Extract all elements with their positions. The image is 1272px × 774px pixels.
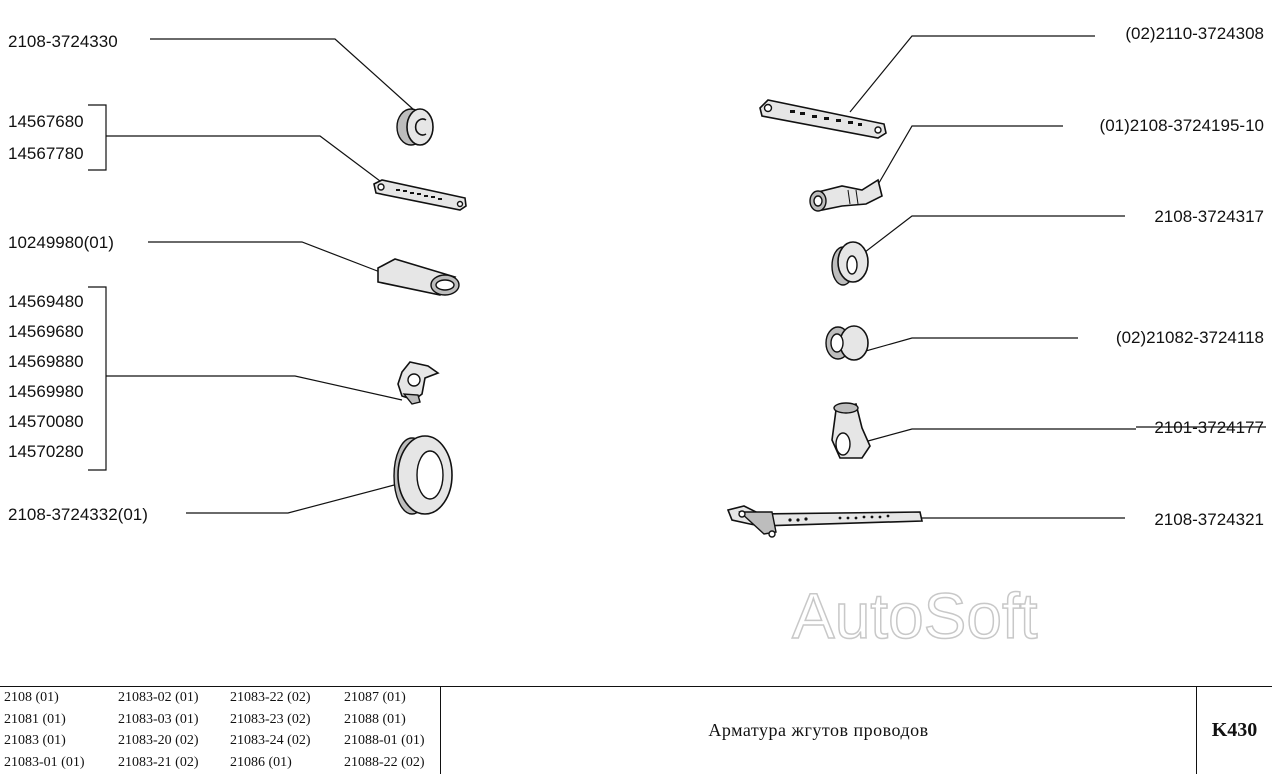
part-label-14569680: 14569680 xyxy=(8,322,84,341)
model-item: 21088-01 (01) xyxy=(344,733,425,748)
bracket-14569480 xyxy=(88,286,107,471)
part-label-14569880: 14569880 xyxy=(8,352,84,371)
leader-14569480 xyxy=(106,375,403,401)
leader-2108-3724332 xyxy=(186,483,399,514)
sleeve-part xyxy=(377,258,460,296)
sheet-code: K430 xyxy=(1211,719,1258,741)
leader-2108-3724330 xyxy=(150,38,415,111)
model-item: 21081 (01) xyxy=(4,711,66,727)
long-strap-part xyxy=(726,505,923,538)
cup-grommet-part xyxy=(825,325,869,361)
leader-2110-3724308 xyxy=(849,35,1095,113)
leader-2108-3724195 xyxy=(875,125,1063,189)
model-item: 21087 (01) xyxy=(344,690,406,705)
model-item: 21083-02 (01) xyxy=(118,690,199,705)
model-item: 2108 (01) xyxy=(4,690,59,705)
model-item: 21083-03 (01) xyxy=(118,711,199,727)
model-list: 2108 (01) 21083-02 (01) 21083-22 (02) 21… xyxy=(0,687,441,774)
part-label-2110-3724308: (02)2110-3724308 xyxy=(1125,24,1264,43)
leader-14567680 xyxy=(106,135,393,191)
part-label-14567780: 14567780 xyxy=(8,144,84,163)
part-label-2108-3724332: 2108-3724332(01) xyxy=(8,505,148,524)
title-block: 2108 (01) 21083-02 (01) 21083-22 (02) 21… xyxy=(0,686,1272,774)
part-label-2108-3724330: 2108-3724330 xyxy=(8,32,118,51)
sheet-title: Арматура жгутов проводов xyxy=(441,687,1197,774)
part-label-14569980: 14569980 xyxy=(8,382,84,401)
part-label-21082-3724118: (02)21082-3724118 xyxy=(1116,328,1264,347)
model-item: 21083-21 (02) xyxy=(118,754,199,770)
round-grommet-part xyxy=(831,241,869,286)
part-label-2108-3724321: 2108-3724321 xyxy=(1154,510,1264,529)
large-grommet-part xyxy=(393,435,453,515)
part-label-14570280: 14570280 xyxy=(8,442,84,461)
part-label-2108-3724317: 2108-3724317 xyxy=(1154,207,1264,226)
bracket-14567680 xyxy=(88,104,107,171)
leader-10249980 xyxy=(148,241,381,273)
model-item: 21083-20 (02) xyxy=(118,733,199,748)
part-label-10249980: 10249980(01) xyxy=(8,233,114,252)
leader-21082-3724118 xyxy=(847,337,1078,357)
model-item: 21083 (01) xyxy=(4,733,66,748)
model-item: 21083-01 (01) xyxy=(4,754,85,770)
model-item: 21088-22 (02) xyxy=(344,754,425,770)
part-label-14570080: 14570080 xyxy=(8,412,84,431)
cap-part xyxy=(831,402,871,459)
watermark: AutoSoft xyxy=(792,580,1038,652)
model-item: 21086 (01) xyxy=(230,754,292,770)
model-item: 21088 (01) xyxy=(344,711,406,727)
model-item: 21083-24 (02) xyxy=(230,733,311,748)
leader-2101-3724177 xyxy=(867,428,1136,442)
small-strap-part xyxy=(373,179,467,211)
model-item: 21083-23 (02) xyxy=(230,711,311,727)
grommet-part xyxy=(396,108,434,146)
tie-strap-part xyxy=(759,99,887,139)
leader-2108-3724317 xyxy=(851,215,1125,263)
clip-part xyxy=(397,361,440,405)
parts-diagram: AutoSoft 2108-3724330 14567680 14567780 … xyxy=(8,24,1266,653)
part-label-14569480: 14569480 xyxy=(8,292,84,311)
model-item: 21083-22 (02) xyxy=(230,690,311,705)
part-label-2108-3724195: (01)2108-3724195-10 xyxy=(1100,116,1264,135)
boot-part xyxy=(809,178,883,212)
part-label-14567680: 14567680 xyxy=(8,112,84,131)
